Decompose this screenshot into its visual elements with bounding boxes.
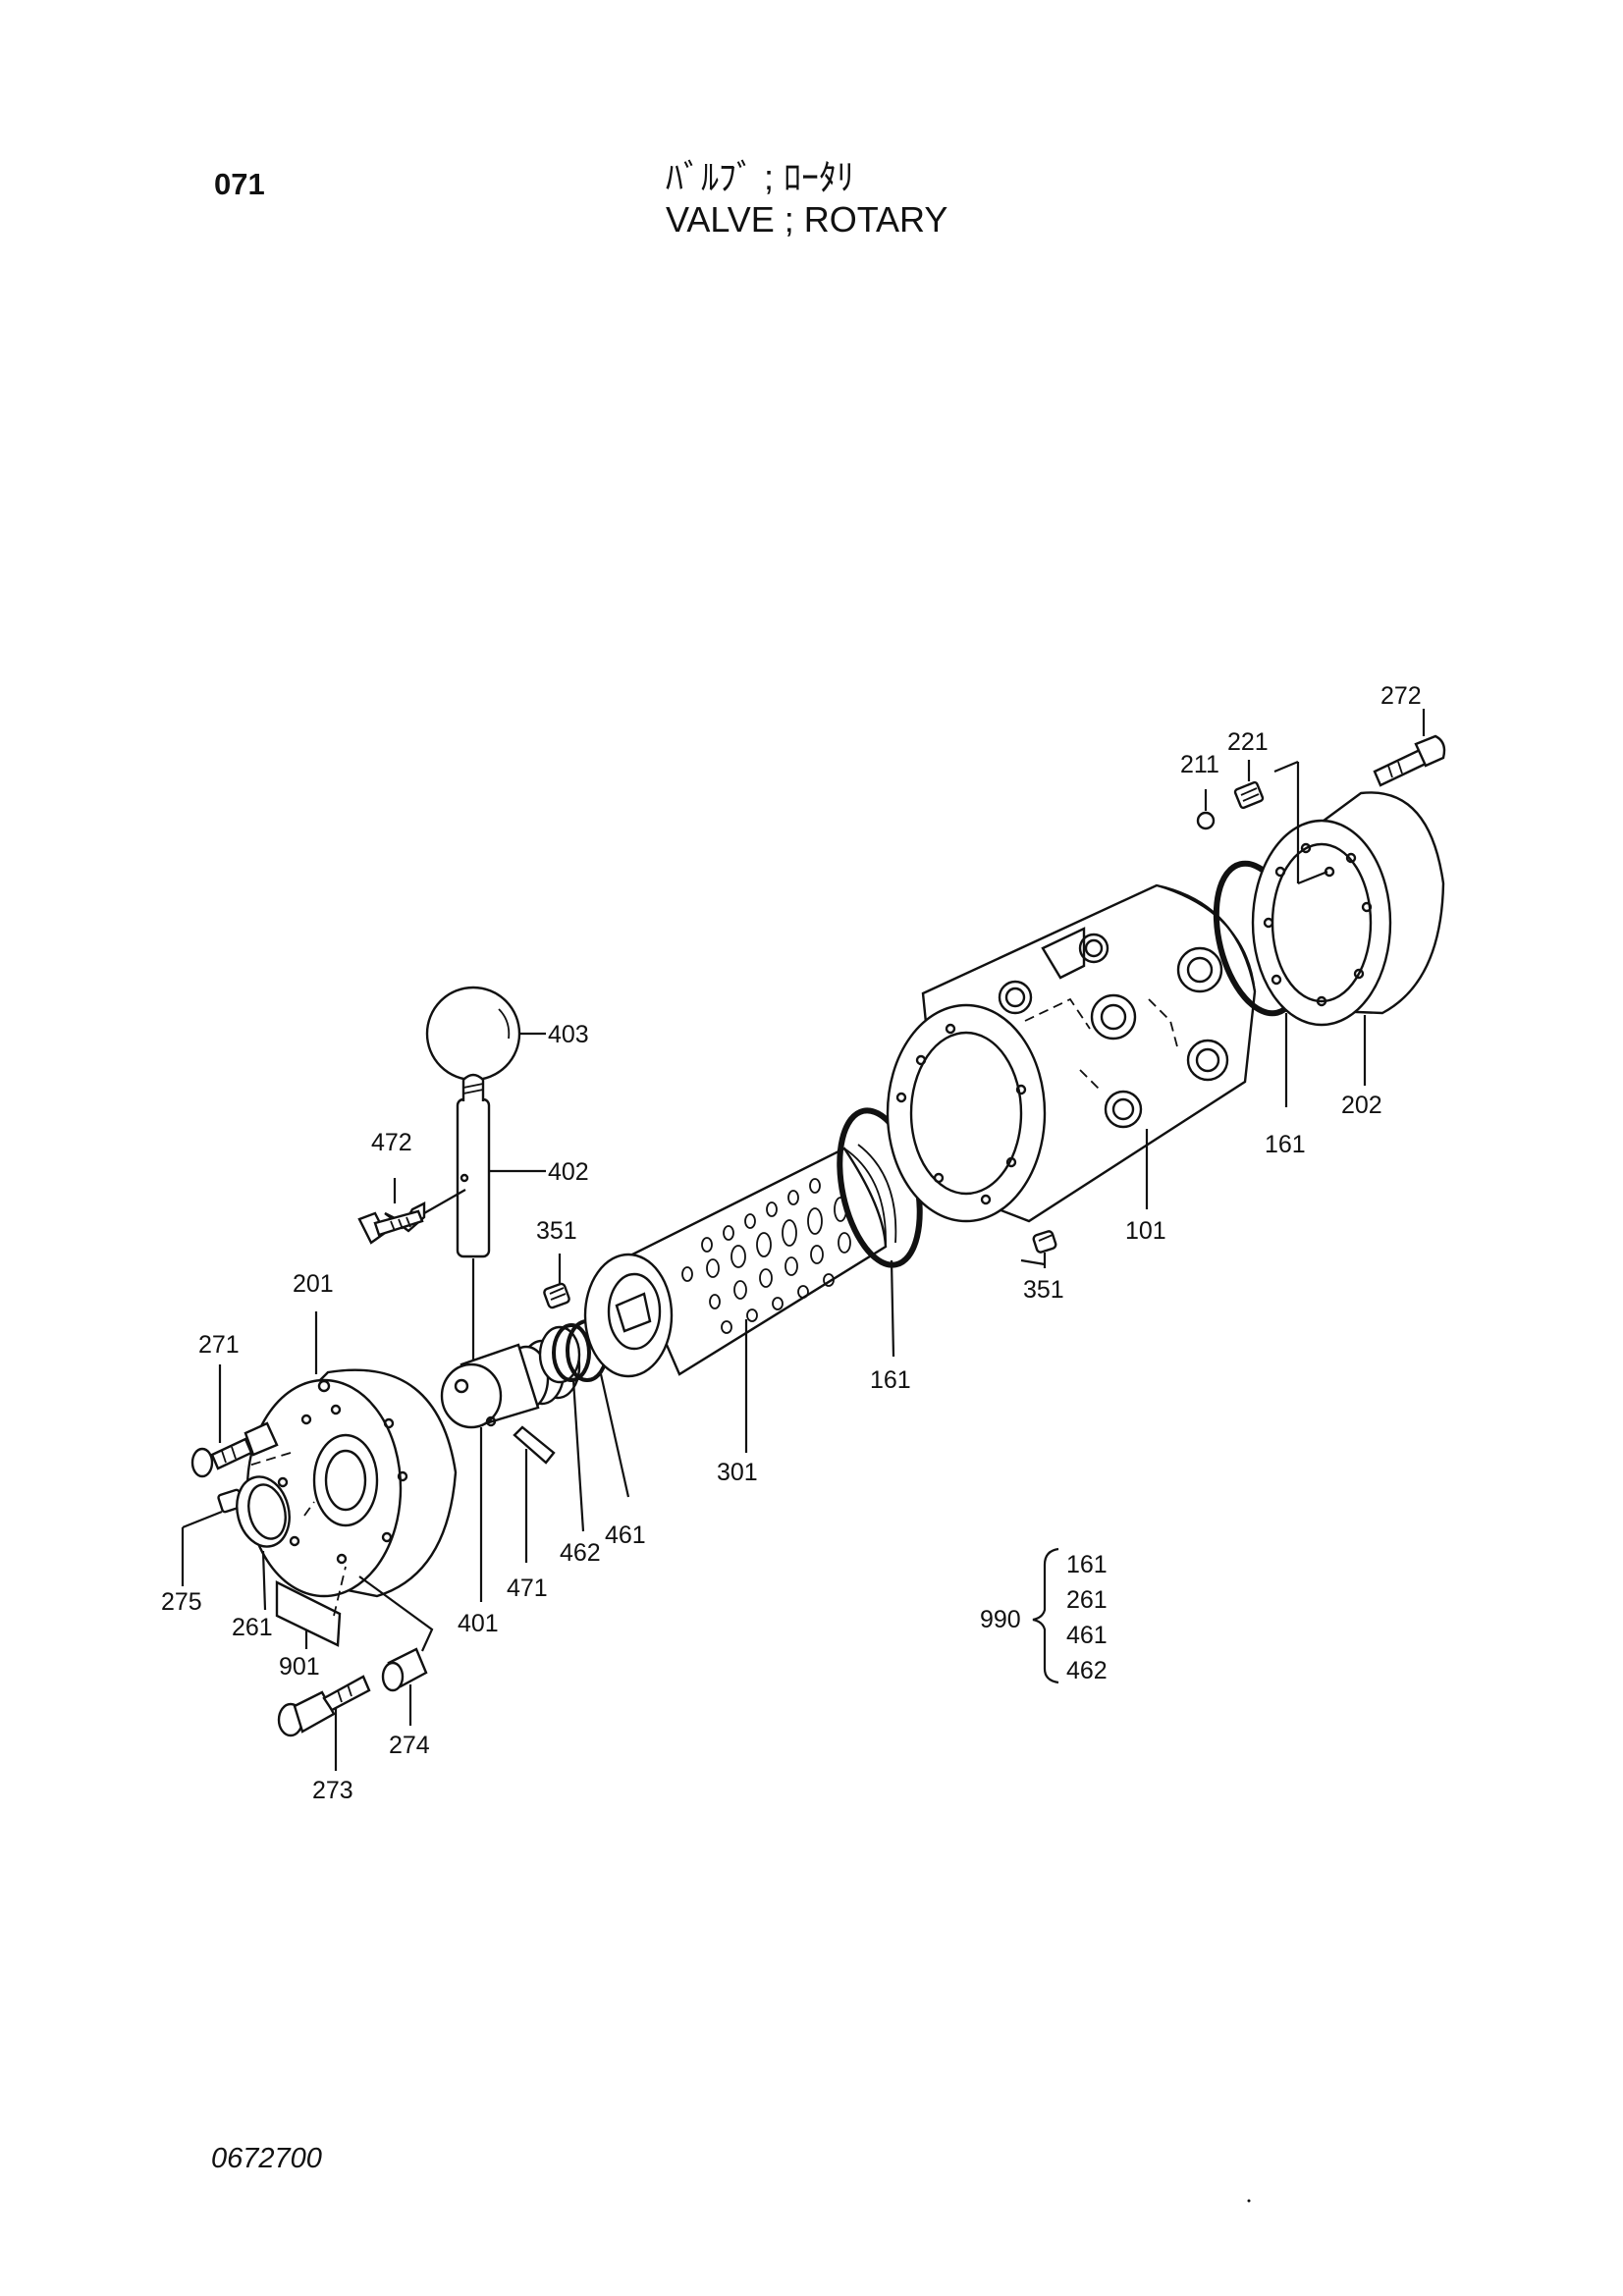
kit-990: 990 161 261 461 462 — [980, 1547, 1108, 1684]
kit-item: 261 — [1066, 1586, 1108, 1614]
part-bolt-273 — [277, 1675, 371, 1771]
callout: 471 — [507, 1575, 548, 1602]
part-pin-402 — [456, 1073, 546, 1360]
part-bolt-272 — [1373, 709, 1446, 787]
callout: 161 — [870, 1366, 911, 1394]
callout: 201 — [293, 1270, 334, 1298]
callout: 301 — [717, 1459, 758, 1486]
callout: 461 — [605, 1522, 646, 1549]
callout: 401 — [458, 1610, 499, 1637]
part-collar-274 — [358, 1575, 434, 1726]
callout: 275 — [161, 1588, 202, 1616]
callout: 261 — [232, 1614, 273, 1641]
title-english: VALVE ; ROTARY — [666, 199, 948, 240]
callout: 101 — [1125, 1217, 1166, 1245]
kit-item: 462 — [1066, 1657, 1108, 1684]
callout: 462 — [560, 1539, 601, 1567]
callout: 273 — [312, 1777, 353, 1804]
part-ball-211 — [1196, 789, 1216, 830]
section-number: 071 — [214, 167, 265, 201]
callout: 351 — [536, 1217, 577, 1245]
speck — [1247, 2199, 1251, 2203]
ports — [998, 933, 1229, 1129]
part-pin-471 — [513, 1425, 556, 1563]
callout: 472 — [371, 1129, 412, 1156]
kit-number: 990 — [980, 1606, 1021, 1633]
part-sleeve-301 — [583, 1144, 897, 1453]
part-cover-202 — [1251, 791, 1445, 1086]
part-body-101 — [886, 883, 1257, 1223]
callout: 402 — [548, 1158, 589, 1186]
part-spool-401 — [440, 1333, 581, 1602]
part-wing-screw-472 — [357, 1178, 466, 1245]
callout: 221 — [1227, 728, 1269, 756]
part-plug-275 — [181, 1488, 244, 1586]
callout: 271 — [198, 1331, 240, 1359]
title-japanese: ﾊﾞﾙﾌﾞ ; ﾛｰﾀﾘ — [666, 157, 855, 197]
drawing-number: 0672700 — [211, 2143, 322, 2174]
callout: 202 — [1341, 1092, 1382, 1119]
part-bolt-271 — [190, 1364, 279, 1478]
callout: 161 — [1265, 1131, 1306, 1158]
part-cover-201 — [244, 1311, 458, 1598]
part-plug-351-left — [543, 1254, 570, 1309]
part-ball-403 — [425, 986, 546, 1082]
callout: 351 — [1023, 1276, 1064, 1304]
kit-item: 161 — [1066, 1551, 1108, 1578]
callout: 901 — [279, 1653, 320, 1681]
callout-labels: 272 221 211 403 402 472 202 161 101 351 … — [161, 682, 1422, 1804]
callout: 403 — [548, 1021, 589, 1048]
part-plug-221 — [1233, 760, 1328, 885]
part-plate-901 — [275, 1566, 347, 1649]
callout: 274 — [389, 1732, 430, 1759]
kit-item: 461 — [1066, 1622, 1108, 1649]
callout: 272 — [1380, 682, 1422, 710]
part-ring-261 — [236, 1475, 291, 1611]
callout: 211 — [1180, 751, 1219, 778]
part-plug-351-right — [1020, 1230, 1057, 1268]
